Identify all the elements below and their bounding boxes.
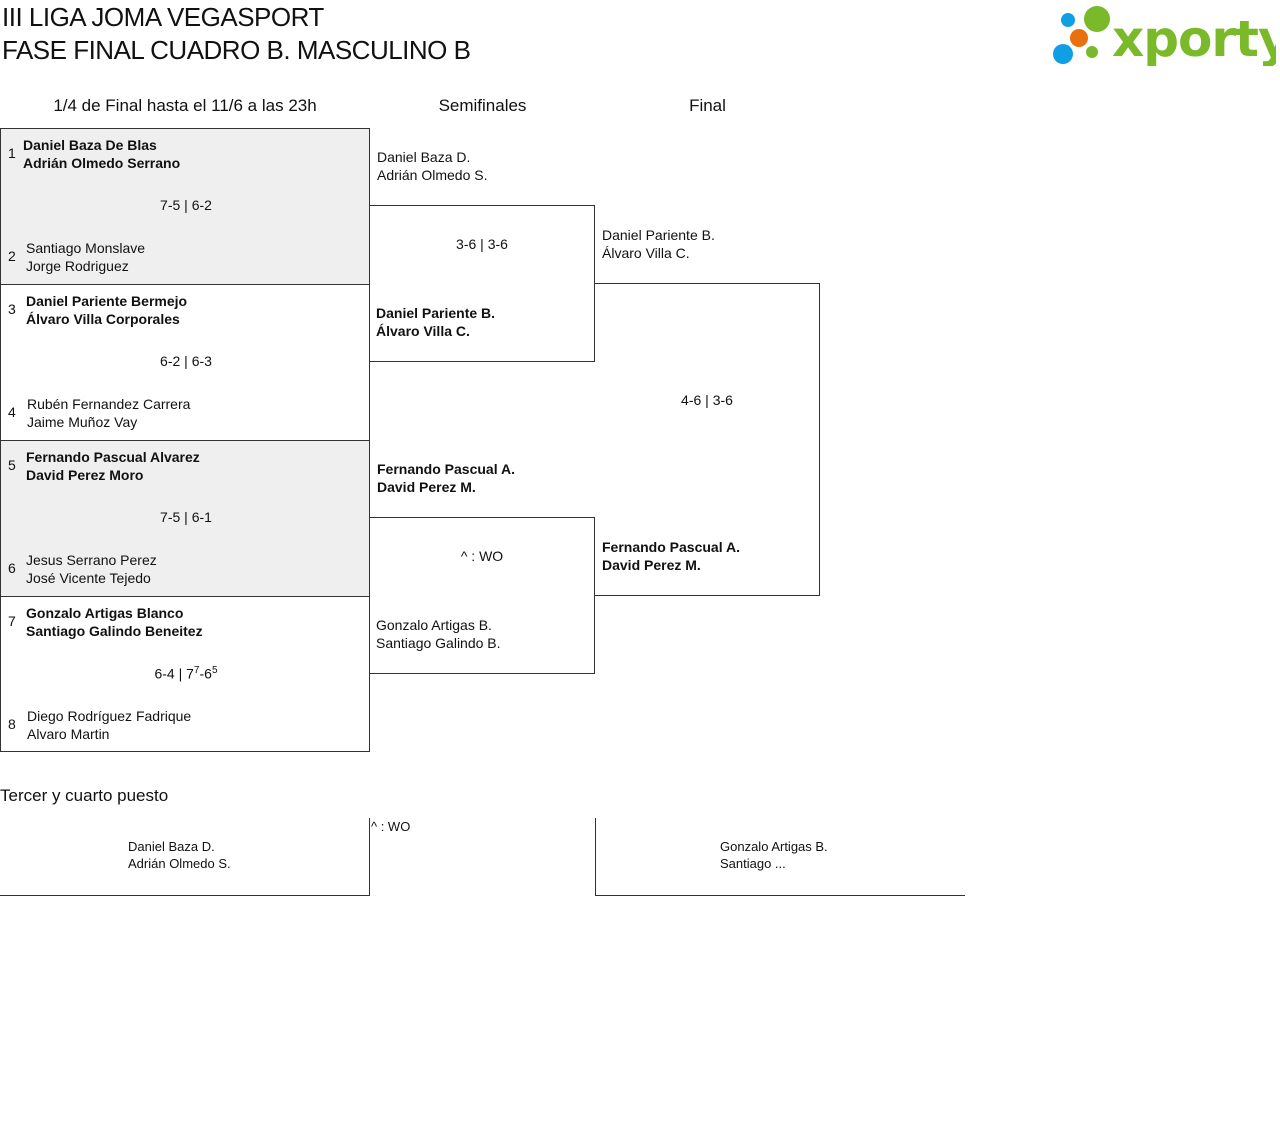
third-place-title: Tercer y cuarto puesto xyxy=(0,786,169,805)
sf-match-1: 3-6 | 3-6 Daniel Pariente B. Álvaro Villa… xyxy=(369,205,595,362)
player: David Perez M. xyxy=(602,557,701,573)
round-header-qf: 1/4 de Final hasta el 11/6 a las 23h xyxy=(53,96,317,115)
match-score: 7-5 | 6-1 xyxy=(160,509,212,525)
round-header-sf: Semifinales xyxy=(438,96,527,115)
seed: 7 xyxy=(8,613,16,629)
match-score: 4-6 | 3-6 xyxy=(681,392,733,408)
player: Gonzalo Artigas Blanco xyxy=(26,605,184,621)
svg-text:xporty: xporty xyxy=(1112,10,1276,66)
player: Álvaro Villa C. xyxy=(376,323,470,339)
seed: 6 xyxy=(8,560,16,576)
third-team-a: Daniel Baza D.Adrián Olmedo S. xyxy=(0,818,370,896)
match-score: 3-6 | 3-6 xyxy=(456,236,508,252)
seed: 2 xyxy=(8,248,16,264)
seed: 8 xyxy=(8,716,16,732)
player: José Vicente Tejedo xyxy=(26,570,151,586)
title-line1: III LIGA JOMA VEGASPORT xyxy=(2,2,324,32)
third-team-b: Gonzalo Artigas B.Santiago ... xyxy=(595,818,965,896)
player: Fernando Pascual A. xyxy=(602,539,740,555)
final-team-a: Daniel Pariente B.Álvaro Villa C. xyxy=(602,227,715,261)
seed: 5 xyxy=(8,457,16,473)
sf2-team-a: Fernando Pascual A.David Perez M. xyxy=(377,461,515,495)
player: Santiago Monslave xyxy=(26,240,146,256)
player: Daniel Baza De Blas xyxy=(23,137,157,153)
seed: 1 xyxy=(8,145,16,161)
player: Álvaro Villa Corporales xyxy=(26,311,180,327)
player: Diego Rodríguez Fadrique xyxy=(27,708,192,724)
match-score: 6-2 | 6-3 xyxy=(160,353,212,369)
player: Adrián Olmedo Serrano xyxy=(23,155,181,171)
player: Gonzalo Artigas B. xyxy=(376,617,492,633)
player: Jaime Muñoz Vay xyxy=(27,414,138,430)
player: Santiago Galindo Beneitez xyxy=(26,623,203,639)
match-score: 6-4 | 77-65 xyxy=(154,665,218,682)
title-line2: FASE FINAL CUADRO B. MASCULINO B xyxy=(2,35,471,65)
seed: 4 xyxy=(8,404,16,420)
player: Jorge Rodriguez xyxy=(26,258,129,274)
match-score: 7-5 | 6-2 xyxy=(160,197,212,213)
player: David Perez Moro xyxy=(26,467,144,483)
xporty-logo: xporty xyxy=(1050,4,1280,68)
match-score: ^ : WO xyxy=(460,548,504,564)
player: Fernando Pascual Alvarez xyxy=(26,449,200,465)
player: Jesus Serrano Perez xyxy=(26,552,157,568)
sf1-team-a: Daniel Baza D.Adrián Olmedo S. xyxy=(377,149,488,183)
sf-match-2: ^ : WO Gonzalo Artigas B. Santiago Galind… xyxy=(369,517,595,674)
seed: 3 xyxy=(8,301,16,317)
player: Daniel Pariente Bermejo xyxy=(26,293,188,309)
player: Santiago Galindo B. xyxy=(376,635,501,651)
player: Alvaro Martin xyxy=(27,726,110,742)
round-header-final: Final xyxy=(689,96,726,115)
third-score: ^ : WO xyxy=(371,819,411,834)
player: Rubén Fernandez Carrera xyxy=(27,396,191,412)
final-match: 4-6 | 3-6 Fernando Pascual A. David Perez… xyxy=(594,283,820,596)
player: Daniel Pariente B. xyxy=(376,305,496,321)
